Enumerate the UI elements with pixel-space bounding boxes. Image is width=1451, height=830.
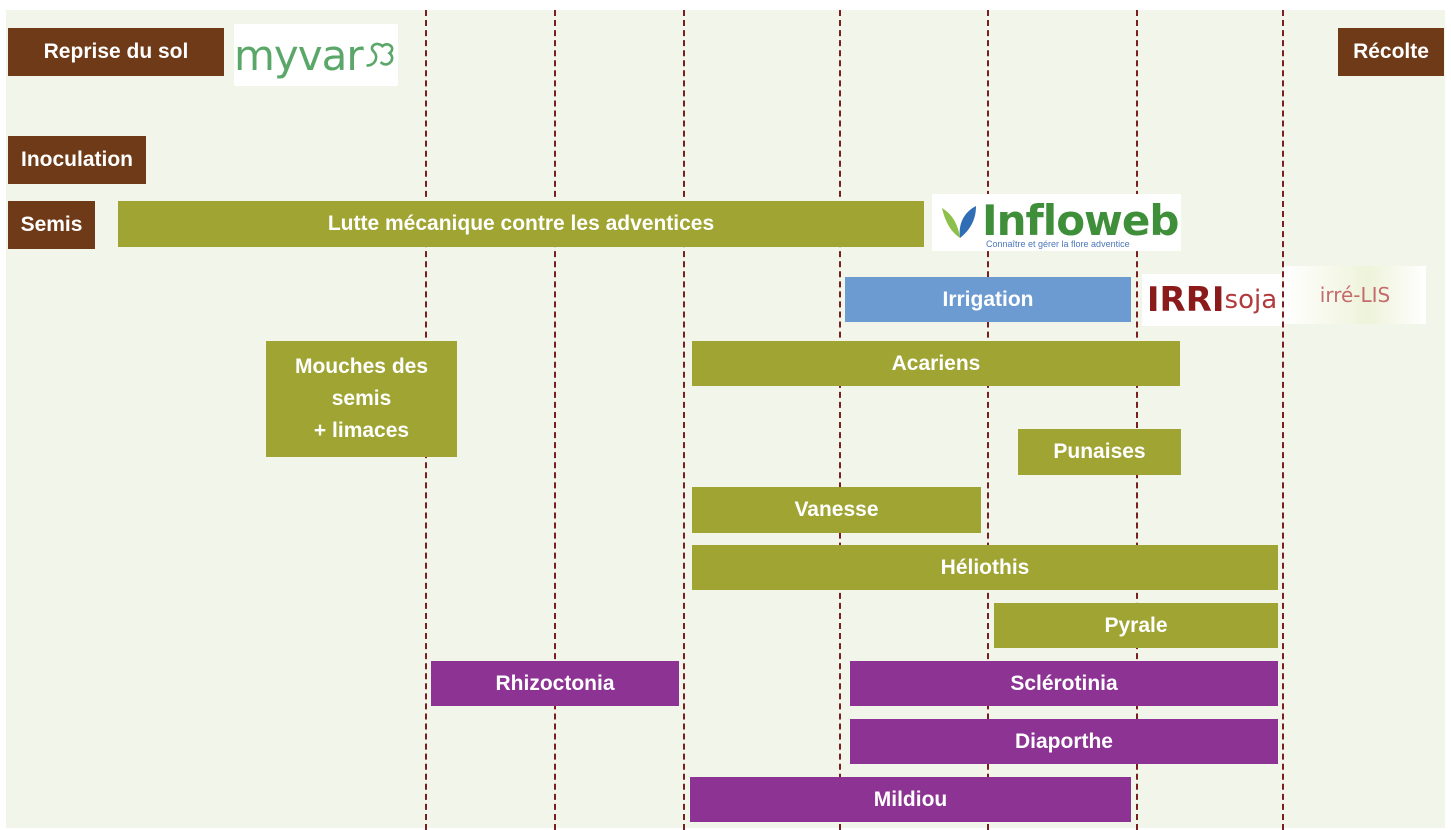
bar-semis: Semis (8, 201, 95, 249)
bar-sclerotinia: Sclérotinia (850, 661, 1278, 706)
bar-acariens: Acariens (692, 341, 1180, 386)
period-separator (839, 10, 841, 830)
bar-pyrale: Pyrale (994, 603, 1278, 648)
bar-inoculation: Inoculation (8, 136, 146, 184)
bar-recolte: Récolte (1338, 28, 1444, 76)
bar-rhizoctonia: Rhizoctonia (431, 661, 679, 706)
infloweb-wordmark: Infloweb (982, 196, 1179, 245)
bar-mouches-line2: semis (331, 387, 392, 410)
leaf-icon (942, 205, 976, 238)
period-separator (987, 10, 989, 830)
irrelis-wordmark: irré-LIS (1319, 283, 1391, 307)
myvar-wordmark: myvar (234, 30, 364, 80)
irrisoja-logo: IRRI soja (1142, 274, 1282, 326)
bar-lutte-mecanique: Lutte mécanique contre les adventices (118, 201, 924, 247)
period-separator (1136, 10, 1138, 830)
bar-reprise-du-sol: Reprise du sol (8, 28, 224, 76)
bar-heliothis: Héliothis (692, 545, 1278, 590)
bar-vanesse: Vanesse (692, 487, 981, 533)
infloweb-tagline: Connaître et gérer la flore adventice (986, 239, 1130, 249)
infloweb-logo: Infloweb Connaître et gérer la flore adv… (932, 194, 1181, 251)
irrisoja-wordmark-thin: soja (1224, 285, 1278, 315)
bar-irrigation: Irrigation (845, 277, 1131, 322)
irrelis-logo: irré-LIS (1284, 266, 1426, 324)
period-separator (554, 10, 556, 830)
bar-punaises: Punaises (1018, 429, 1181, 475)
period-separator (683, 10, 685, 830)
period-separator (1282, 10, 1284, 830)
bar-diaporthe: Diaporthe (850, 719, 1278, 764)
infloweb-row: Infloweb (936, 196, 1179, 245)
irrisoja-wordmark-bold: IRRI (1146, 280, 1225, 320)
bar-mouches-line1: Mouches des (294, 355, 429, 378)
bar-mouches-line3: + limaces (313, 419, 410, 442)
clover-icon (366, 42, 394, 67)
bar-mouches-semis-limaces: Mouches des semis + limaces (266, 341, 457, 457)
myvar-logo: myvar (234, 24, 398, 86)
bar-mildiou: Mildiou (690, 777, 1131, 822)
